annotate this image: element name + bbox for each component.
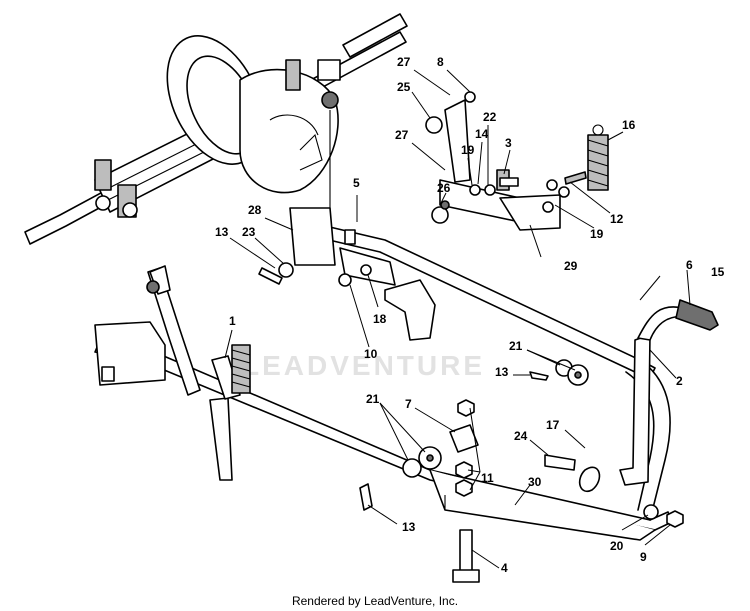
callout-12: 12 xyxy=(610,212,624,226)
callout-1: 1 xyxy=(229,314,236,328)
callout-16: 16 xyxy=(622,118,636,132)
callout-20: 20 xyxy=(610,539,624,553)
callout-10: 10 xyxy=(364,347,378,361)
callout-9: 9 xyxy=(640,550,647,564)
callouts: 27 8 25 22 27 14 19 3 16 5 26 12 19 28 2… xyxy=(215,55,725,575)
bracket-28 xyxy=(289,207,336,266)
leader-lines xyxy=(224,69,691,569)
callout-6: 6 xyxy=(686,258,693,272)
callout-24: 24 xyxy=(514,429,528,443)
callout-13: 13 xyxy=(495,365,509,379)
callout-18: 18 xyxy=(373,312,387,326)
washers-12-19 xyxy=(542,171,587,213)
callout-27: 27 xyxy=(395,128,409,142)
callout-5: 5 xyxy=(353,176,360,190)
footer-credit: Rendered by LeadVenture, Inc. xyxy=(291,594,459,608)
callout-30: 30 xyxy=(528,475,542,489)
callout-19: 19 xyxy=(590,227,604,241)
spring-16 xyxy=(587,124,609,191)
callout-2: 2 xyxy=(676,374,683,388)
callout-8: 8 xyxy=(437,55,444,69)
callout-27: 27 xyxy=(397,55,411,69)
hardware xyxy=(258,177,684,583)
callout-19: 19 xyxy=(461,143,475,157)
callout-14: 14 xyxy=(475,127,489,141)
callout-7: 7 xyxy=(405,397,412,411)
transaxle xyxy=(24,13,408,245)
callout-17: 17 xyxy=(546,418,560,432)
callout-25: 25 xyxy=(397,80,411,94)
callout-23: 23 xyxy=(242,225,256,239)
callout-13: 13 xyxy=(215,225,229,239)
callout-26: 26 xyxy=(437,181,451,195)
callout-22: 22 xyxy=(483,110,497,124)
shift-lever xyxy=(619,299,719,486)
left-shift-assembly xyxy=(146,265,251,481)
spring-1 xyxy=(231,344,251,394)
callout-28: 28 xyxy=(248,203,262,217)
watermark: LEADVENTURE xyxy=(242,350,485,381)
callout-21: 21 xyxy=(366,392,380,406)
callout-15: 15 xyxy=(711,265,725,279)
callout-21: 21 xyxy=(509,339,523,353)
callout-29: 29 xyxy=(564,259,578,273)
callout-13: 13 xyxy=(402,520,416,534)
callout-11: 11 xyxy=(481,471,494,485)
callout-4: 4 xyxy=(501,561,508,575)
callout-3: 3 xyxy=(505,136,512,150)
